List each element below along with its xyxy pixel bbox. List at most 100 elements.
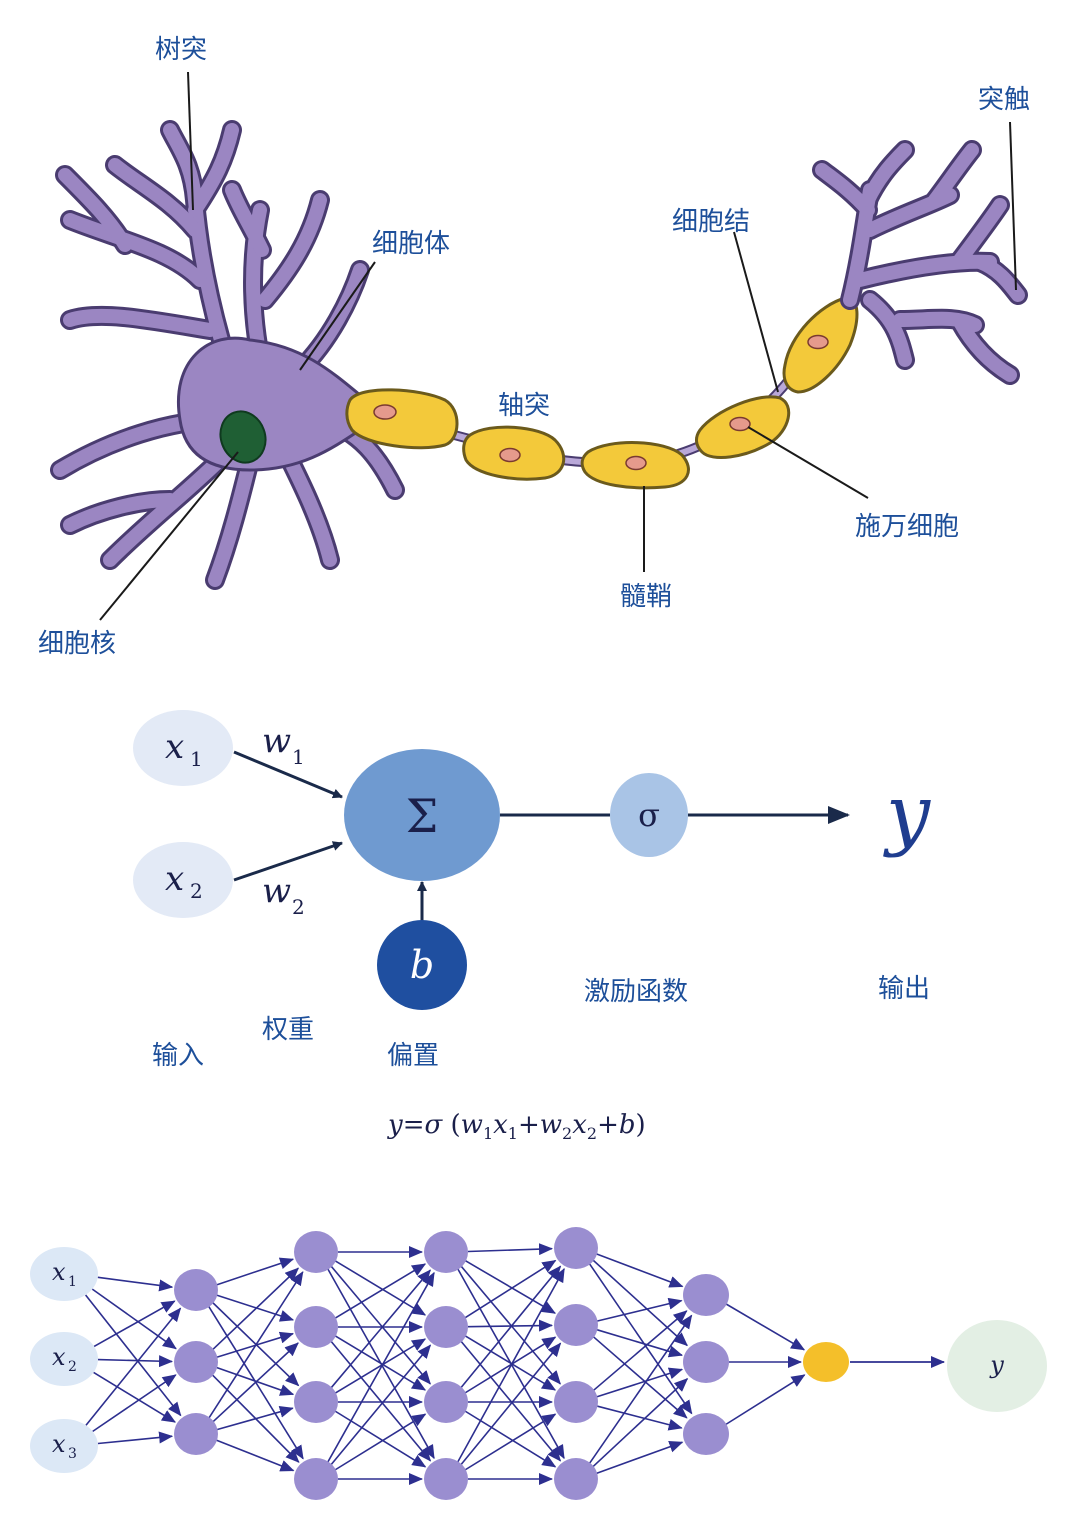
label-node: 细胞结	[672, 207, 750, 237]
network-edge	[334, 1335, 427, 1391]
leader-node	[733, 231, 779, 393]
myelin-sheath	[345, 296, 859, 490]
network-edge	[97, 1431, 174, 1445]
network-edge	[97, 1276, 174, 1292]
sum-node: Σ	[344, 749, 500, 881]
myelin-segment	[782, 296, 859, 394]
weight-2-subscript: 2	[292, 895, 305, 919]
network-edge	[596, 1253, 684, 1288]
network-edge	[93, 1371, 176, 1423]
network-edges	[84, 1243, 945, 1485]
weight-2-symbol: w	[262, 871, 291, 911]
input-1-subscript: 1	[190, 747, 203, 771]
cell-body	[177, 336, 377, 472]
weight-label-1: w 1	[262, 721, 305, 769]
network-edge	[459, 1265, 562, 1390]
network-edge	[216, 1366, 295, 1396]
formula-x2-sub: 2	[587, 1124, 597, 1143]
formula-w2: w	[540, 1110, 562, 1140]
formula-plus2: +	[597, 1110, 619, 1140]
network-edge	[93, 1300, 176, 1348]
network-hidden-node	[294, 1306, 338, 1348]
network-edge	[211, 1342, 299, 1423]
network-edge	[334, 1338, 427, 1394]
network-edge	[334, 1410, 427, 1468]
network-edge	[329, 1269, 431, 1390]
network-edge	[334, 1413, 427, 1471]
network-hidden-node	[294, 1458, 338, 1500]
network-hidden-node	[424, 1306, 468, 1348]
network-edge	[591, 1378, 689, 1468]
formula: y=σ (w1x1+w2x2+b)	[387, 1110, 646, 1143]
net-output-symbol: y	[989, 1351, 1004, 1379]
network-edge	[459, 1339, 562, 1462]
input-node-2: x 2	[133, 842, 233, 918]
leader-lines	[99, 71, 1017, 621]
network-edge	[329, 1339, 432, 1462]
formula-b: b	[619, 1110, 636, 1140]
formula-eq: =	[403, 1110, 425, 1140]
network-hidden-node	[683, 1274, 729, 1316]
sum-symbol: Σ	[406, 789, 439, 843]
network-edge	[464, 1335, 557, 1391]
net-input-3-subscript: 3	[68, 1446, 77, 1462]
network-edge	[596, 1440, 684, 1474]
myelin-segment	[580, 441, 690, 490]
net-input-1-symbol: x	[52, 1258, 66, 1286]
formula-lhs: y	[387, 1110, 403, 1140]
network-edge	[216, 1257, 295, 1286]
net-input-2-symbol: x	[52, 1343, 66, 1371]
network-edge	[596, 1367, 684, 1398]
network-edge	[329, 1344, 432, 1467]
network-edge	[217, 1405, 294, 1431]
input-1-symbol: x	[165, 727, 184, 767]
network-hidden-node	[554, 1381, 598, 1423]
network-output-label-node: y	[947, 1320, 1047, 1412]
myelin-segment	[695, 395, 791, 459]
network-edge	[464, 1336, 557, 1394]
network-output-node	[803, 1342, 849, 1382]
formula-x2: x	[572, 1110, 587, 1140]
label-input: 输入	[152, 1041, 204, 1071]
network-edge	[464, 1413, 557, 1471]
network-edge	[334, 1260, 427, 1316]
formula-w1-sub: 1	[483, 1124, 493, 1143]
axon-terminals	[812, 140, 1028, 385]
network-edge	[597, 1405, 683, 1431]
network-hidden-node	[174, 1269, 218, 1311]
network-hidden-node	[683, 1341, 729, 1383]
perceptron-diagram: x 1 x 2 w 1 w 2 Σ σ b y 输入	[133, 710, 931, 1143]
network-edge	[97, 1355, 173, 1368]
label-weight: 权重	[262, 1015, 314, 1045]
label-cell-body: 细胞体	[372, 229, 450, 259]
network-edge	[211, 1267, 300, 1351]
label-output: 输出	[878, 974, 930, 1004]
network-edge	[334, 1263, 427, 1319]
network-edge	[588, 1314, 693, 1466]
network-hidden-node	[424, 1458, 468, 1500]
network-edge	[216, 1294, 295, 1322]
label-myelin: 髓鞘	[620, 582, 672, 612]
formula-close: )	[636, 1110, 646, 1140]
net-input-3-symbol: x	[52, 1430, 66, 1458]
network-edge	[725, 1303, 806, 1351]
network-edge	[216, 1439, 295, 1472]
leader-dendrite	[187, 71, 194, 211]
network-input-node-1: x 1	[30, 1247, 98, 1301]
formula-open: (	[442, 1110, 460, 1140]
input-2-symbol: x	[165, 859, 184, 899]
deep-network-diagram: x 1 x 2 x 3 y	[30, 1227, 1047, 1500]
network-hidden-node	[424, 1381, 468, 1423]
leader-schwann	[747, 426, 869, 499]
activation-node: σ	[610, 773, 688, 857]
weight-1-symbol: w	[262, 721, 291, 761]
network-hidden-node	[174, 1341, 218, 1383]
weight-1-subscript: 1	[292, 745, 305, 769]
myelin-segment	[345, 388, 459, 450]
input-2-subscript: 2	[190, 879, 203, 903]
output-symbol: y	[883, 769, 931, 859]
formula-x1-sub: 1	[508, 1124, 518, 1143]
bias-symbol: b	[410, 943, 434, 987]
network-edge	[725, 1374, 806, 1426]
